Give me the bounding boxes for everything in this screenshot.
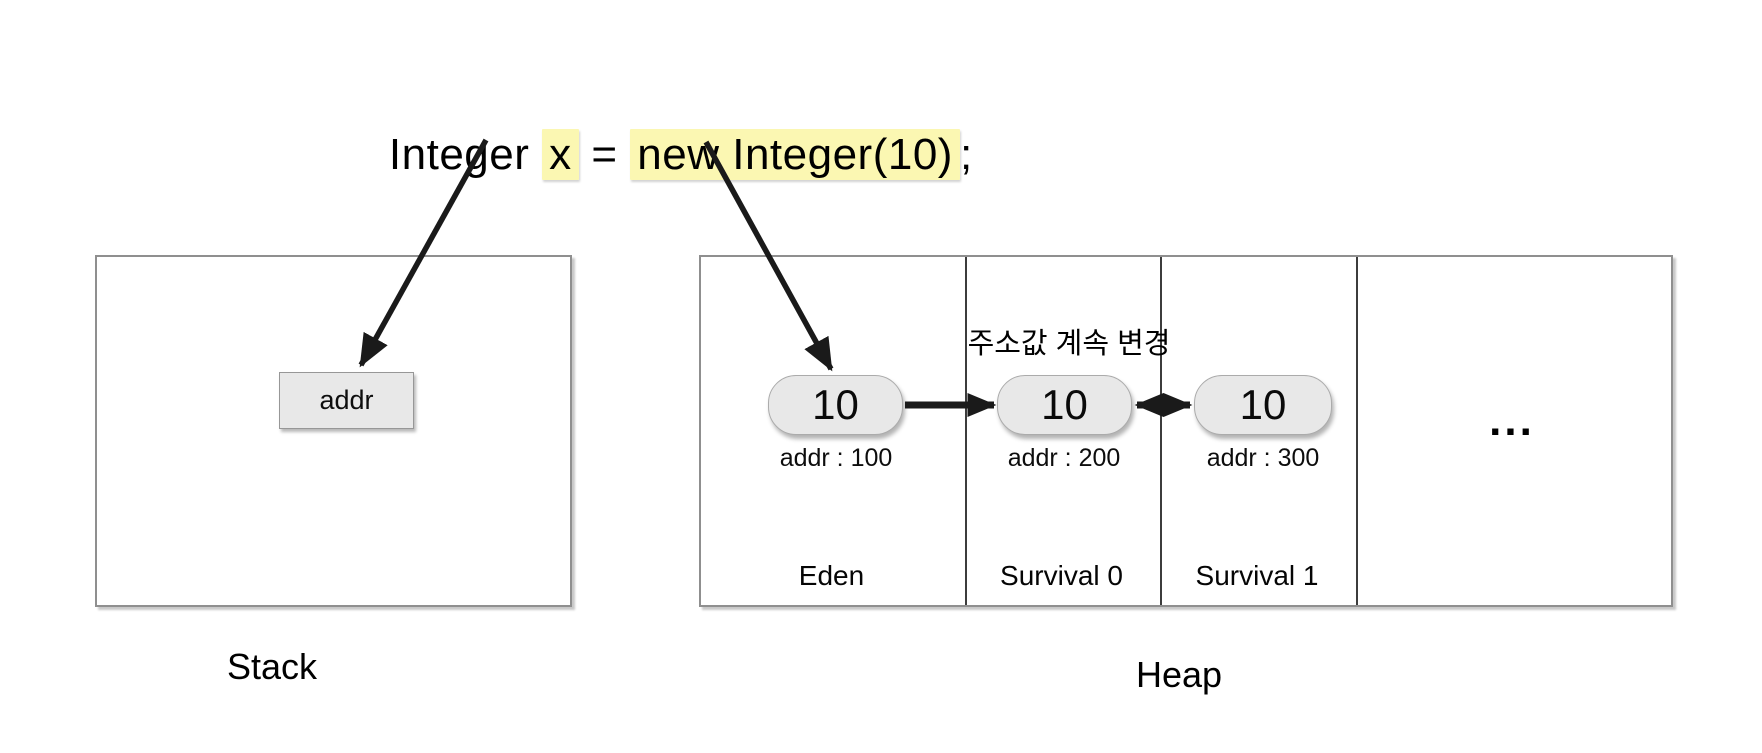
code-equals: =: [578, 130, 631, 179]
address-label-survival1: addr : 300: [1206, 444, 1320, 472]
address-change-note: 주소값 계속 변경: [967, 328, 1171, 360]
stack-box: addr: [95, 255, 572, 607]
object-pill-eden: 10: [768, 375, 903, 435]
code-terminator: ;: [959, 130, 973, 179]
heap-divider-survival0-survival1: [1160, 257, 1162, 605]
object-value: 10: [1239, 381, 1287, 428]
heap-divider-survival1-old: [1356, 257, 1358, 605]
code-keyword: Integer: [388, 130, 543, 179]
code-statement: Integer x = new Integer(10);: [338, 74, 973, 236]
object-pill-survival1: 10: [1194, 375, 1332, 435]
old-gen-ellipsis: ...: [1489, 396, 1535, 445]
object-value: 10: [812, 381, 859, 428]
stack-addr-slot-label: addr: [319, 385, 374, 415]
region-label-survival0: Survival 0: [1000, 560, 1123, 591]
region-label-survival1: Survival 1: [1195, 560, 1319, 591]
code-expression-highlight: new Integer(10): [630, 129, 960, 180]
region-label-eden: Eden: [798, 560, 865, 591]
heap-caption: Heap: [1135, 654, 1223, 695]
address-label-eden: addr : 100: [779, 444, 893, 472]
heap-divider-eden-survival0: [965, 257, 967, 605]
address-label-survival0: addr : 200: [1007, 444, 1121, 472]
object-pill-survival0: 10: [997, 375, 1132, 435]
stack-addr-slot: addr: [279, 372, 414, 429]
code-variable-highlight: x: [542, 129, 579, 180]
stack-caption: Stack: [226, 646, 318, 687]
object-value: 10: [1041, 381, 1088, 428]
